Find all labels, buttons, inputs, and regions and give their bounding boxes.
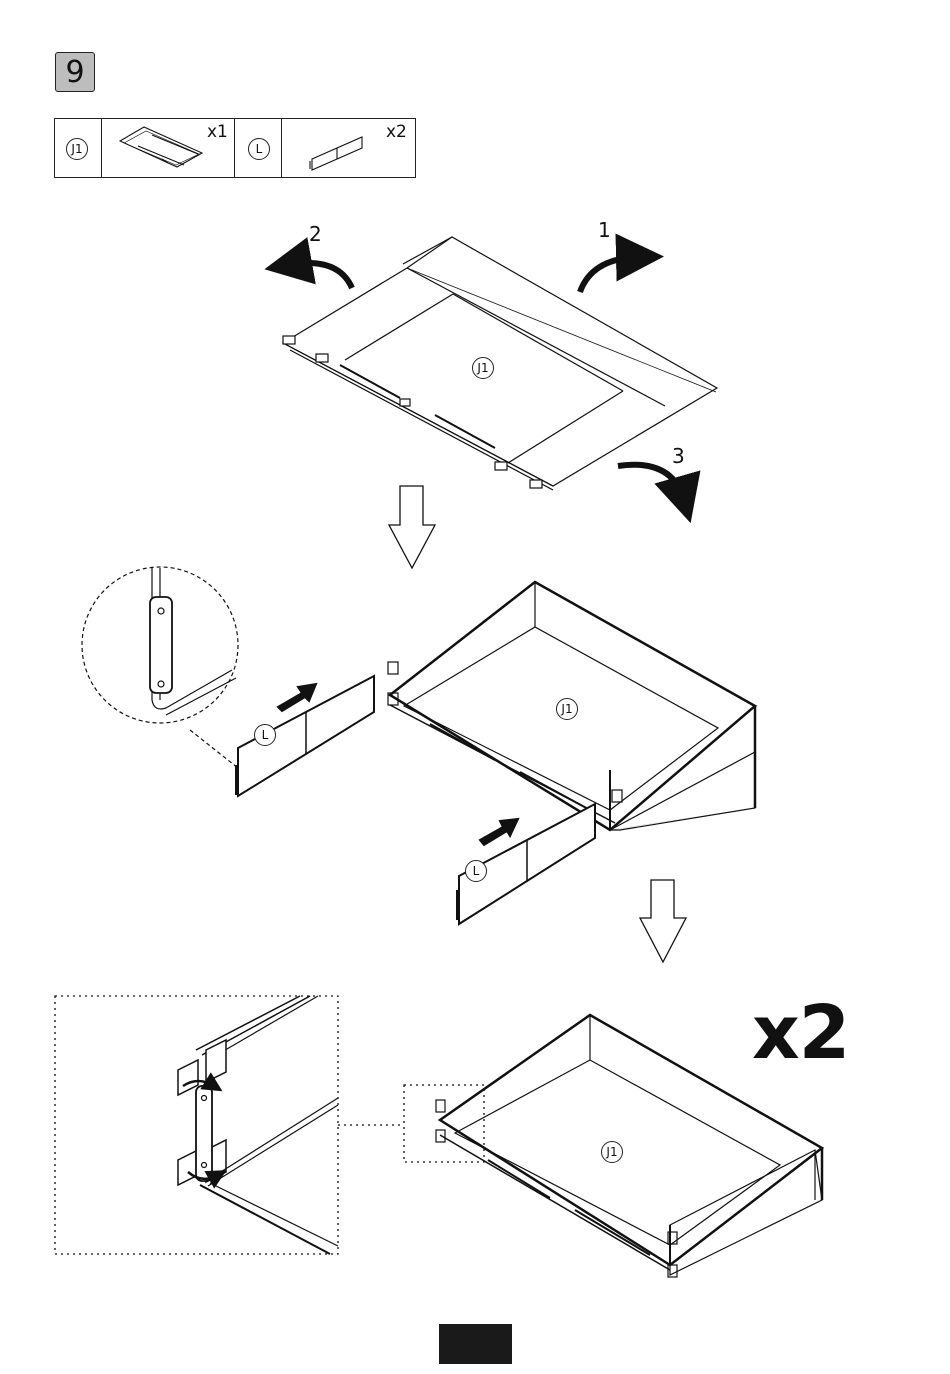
multiplier-label: x2 xyxy=(752,990,849,1076)
panel-right-part-tag: L xyxy=(465,860,487,882)
rotation-label-1: 1 xyxy=(598,218,611,242)
down-arrow-1-icon xyxy=(389,486,435,568)
board-part-tag: J1 xyxy=(472,357,494,379)
panel-left-part-tag: L xyxy=(254,724,276,746)
detail-circle xyxy=(82,567,238,768)
detail-zoom-box xyxy=(55,996,338,1254)
final-box-part-tag: J1 xyxy=(601,1141,623,1163)
fold-arrow-3-icon xyxy=(618,465,684,500)
push-arrow-right-icon xyxy=(480,819,518,845)
fold-arrow-2-icon xyxy=(288,263,352,288)
rotation-label-3: 3 xyxy=(672,444,685,468)
push-arrow-left-icon xyxy=(278,684,316,711)
fold-arrow-1-icon xyxy=(580,257,640,292)
page-footer-block xyxy=(439,1324,512,1364)
flat-board-j1 xyxy=(283,237,717,490)
rotation-label-2: 2 xyxy=(309,222,322,246)
box-part-tag: J1 xyxy=(556,698,578,720)
down-arrow-2-icon xyxy=(640,880,686,962)
